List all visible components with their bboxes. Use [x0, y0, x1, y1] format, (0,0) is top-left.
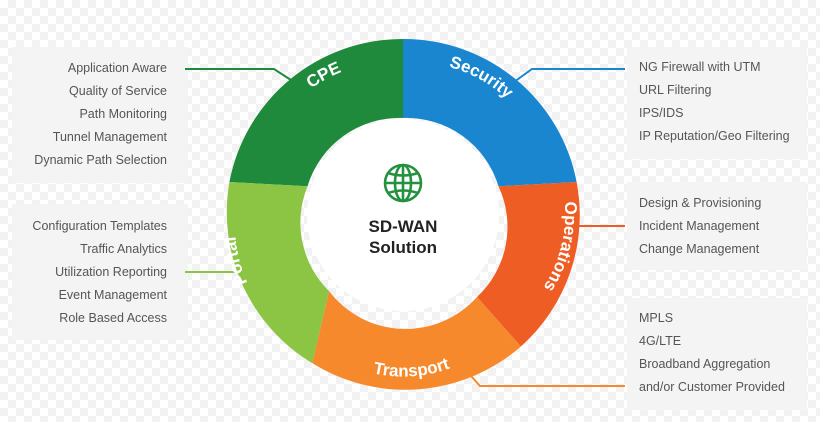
security-feature-item: NG Firewall with UTM: [639, 60, 761, 74]
cpe-feature-list: Application Aware Quality of Service Pat…: [34, 57, 167, 172]
cpe-feature-item: Path Monitoring: [79, 107, 167, 121]
cpe-feature-item: Dynamic Path Selection: [34, 153, 167, 167]
portal-feature-item: Utilization Reporting: [55, 265, 167, 279]
operations-features-panel: [627, 182, 807, 270]
cpe-feature-item: Application Aware: [67, 61, 167, 75]
transport-segment: [312, 291, 521, 390]
center-title-line1: SD-WAN: [369, 217, 438, 236]
security-features-panel: [627, 47, 807, 159]
portal-feature-item: Traffic Analytics: [80, 242, 167, 256]
transport-feature-item: and/or Customer Provided: [639, 380, 785, 394]
security-feature-item: IP Reputation/Geo Filtering: [639, 129, 790, 143]
portal-features-panel: [12, 204, 188, 340]
operations-feature-item: Design & Provisioning: [639, 196, 762, 210]
cpe-features-panel: [12, 47, 188, 183]
operations-segment: [477, 182, 580, 347]
operations-feature-item: Incident Management: [639, 219, 760, 233]
transport-features-panel: [627, 298, 807, 410]
security-feature-item: URL Filtering: [639, 83, 712, 97]
cpe-connector-line: [185, 68, 295, 83]
transport-feature-item: 4G/LTE: [639, 334, 682, 348]
portal-feature-item: Event Management: [58, 288, 167, 302]
security-feature-list: NG Firewall with UTM URL Filtering IPS/I…: [639, 56, 790, 148]
security-segment: [403, 38, 577, 187]
security-feature-item: IPS/IDS: [639, 106, 684, 120]
portal-feature-list: Configuration Templates Traffic Analytic…: [32, 215, 167, 330]
globe-icon: [383, 163, 423, 203]
transport-feature-item: Broadband Aggregation: [639, 357, 771, 371]
transport-feature-list: MPLS 4G/LTE Broadband Aggregation and/or…: [639, 307, 785, 399]
operations-feature-list: Design & Provisioning Incident Managemen…: [639, 192, 761, 261]
center-title-line2: Solution: [369, 238, 437, 257]
cpe-feature-item: Quality of Service: [69, 84, 167, 98]
cpe-segment: [229, 38, 403, 187]
security-connector-line: [513, 68, 625, 83]
portal-feature-item: Role Based Access: [59, 311, 167, 325]
center-circle: [307, 119, 499, 311]
transport-feature-item: MPLS: [639, 311, 674, 325]
portal-feature-item: Configuration Templates: [32, 219, 167, 233]
operations-feature-item: Change Management: [639, 242, 760, 256]
cpe-feature-item: Tunnel Management: [52, 130, 167, 144]
portal-segment: [226, 182, 329, 364]
